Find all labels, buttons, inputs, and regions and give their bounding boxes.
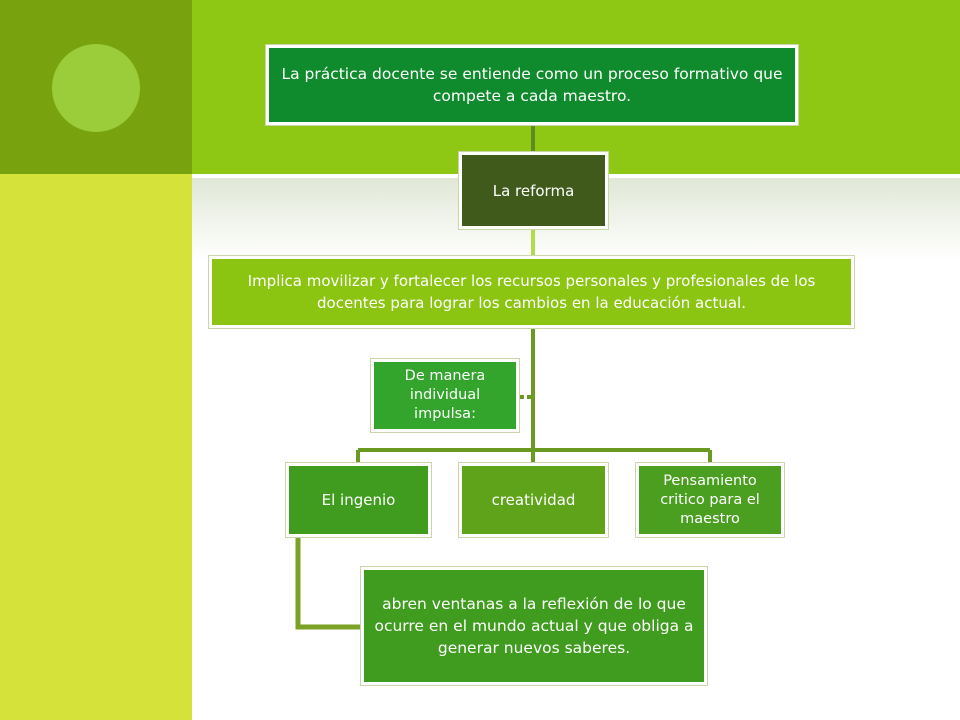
node-creatividad-text: creatividad xyxy=(491,491,576,509)
background-left-bottom xyxy=(0,174,192,720)
connector-ingenio-abren xyxy=(295,537,361,630)
node-practica-docente: La práctica docente se entiende como un … xyxy=(266,45,798,125)
node-la-reforma-text: La reforma xyxy=(492,181,575,200)
node-practica-docente-text: La práctica docente se entiende como un … xyxy=(281,65,783,105)
node-de-manera-individual-text: De manera individual impulsa: xyxy=(404,368,486,422)
node-de-manera-individual: De manera individual impulsa: xyxy=(371,359,519,432)
node-abren-ventanas-text: abren ventanas a la reflexión de lo que … xyxy=(374,595,694,657)
node-el-ingenio: El ingenio xyxy=(286,463,431,537)
decorative-circle xyxy=(52,44,140,132)
node-el-ingenio-text: El ingenio xyxy=(321,491,396,509)
node-pensamiento-critico: Pensamiento critico para el maestro xyxy=(636,463,784,537)
node-abren-ventanas: abren ventanas a la reflexión de lo que … xyxy=(361,567,707,685)
node-creatividad: creatividad xyxy=(459,463,608,537)
node-implica: Implica movilizar y fortalecer los recur… xyxy=(209,256,854,328)
node-implica-text: Implica movilizar y fortalecer los recur… xyxy=(247,272,816,312)
node-pensamiento-critico-text: Pensamiento critico para el maestro xyxy=(660,472,760,527)
node-la-reforma: La reforma xyxy=(459,152,608,229)
